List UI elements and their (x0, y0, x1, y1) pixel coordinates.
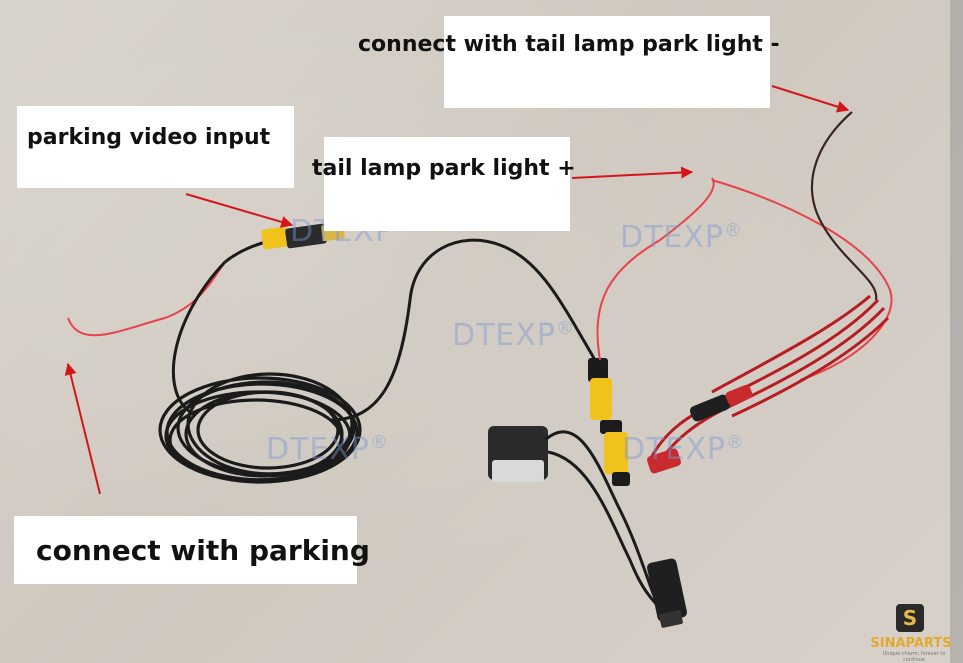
logo-badge-icon: S (896, 604, 924, 632)
cable-coil (158, 372, 362, 484)
red-wire-right (711, 179, 893, 381)
cable-to-coil (171, 260, 227, 414)
arrow-tail-minus (771, 85, 850, 113)
arrow-connect-parking (64, 362, 101, 495)
logo-tagline: Unique charm, forever to continue (882, 651, 946, 663)
arrow-video-input (185, 193, 294, 228)
black-wire-minus (810, 111, 878, 301)
camera-cable-2 (547, 450, 669, 617)
label-tail-lamp-plus: tail lamp park light + (312, 137, 576, 231)
label-parking-video-input: parking video input (17, 106, 294, 188)
inline-connectors (588, 358, 630, 486)
watermark-2: DTEXP® (620, 220, 744, 255)
watermark-5: DTEXP® (622, 432, 746, 467)
logo-name: SINAPARTS (870, 636, 952, 651)
label-connect-parking: connect with parking (14, 516, 370, 584)
edge-strip (950, 0, 963, 663)
red-wire-left (67, 261, 226, 337)
watermark-3: DTEXP® (452, 318, 576, 353)
red-lower-connector (647, 448, 681, 474)
camera-cable (544, 430, 662, 611)
brand-logo: S SINAPARTS Unique charm, forever to con… (866, 604, 956, 663)
arrow-tail-plus (571, 166, 694, 179)
camera-module (488, 426, 548, 482)
black-cable-main (329, 238, 597, 422)
red-wire-plus (596, 177, 715, 361)
label-tail-lamp-minus: connect with tail lamp park light - (358, 16, 780, 108)
lower-plug (647, 558, 687, 628)
watermark-4: DTEXP® (266, 432, 390, 467)
inline-fuse (689, 384, 753, 422)
